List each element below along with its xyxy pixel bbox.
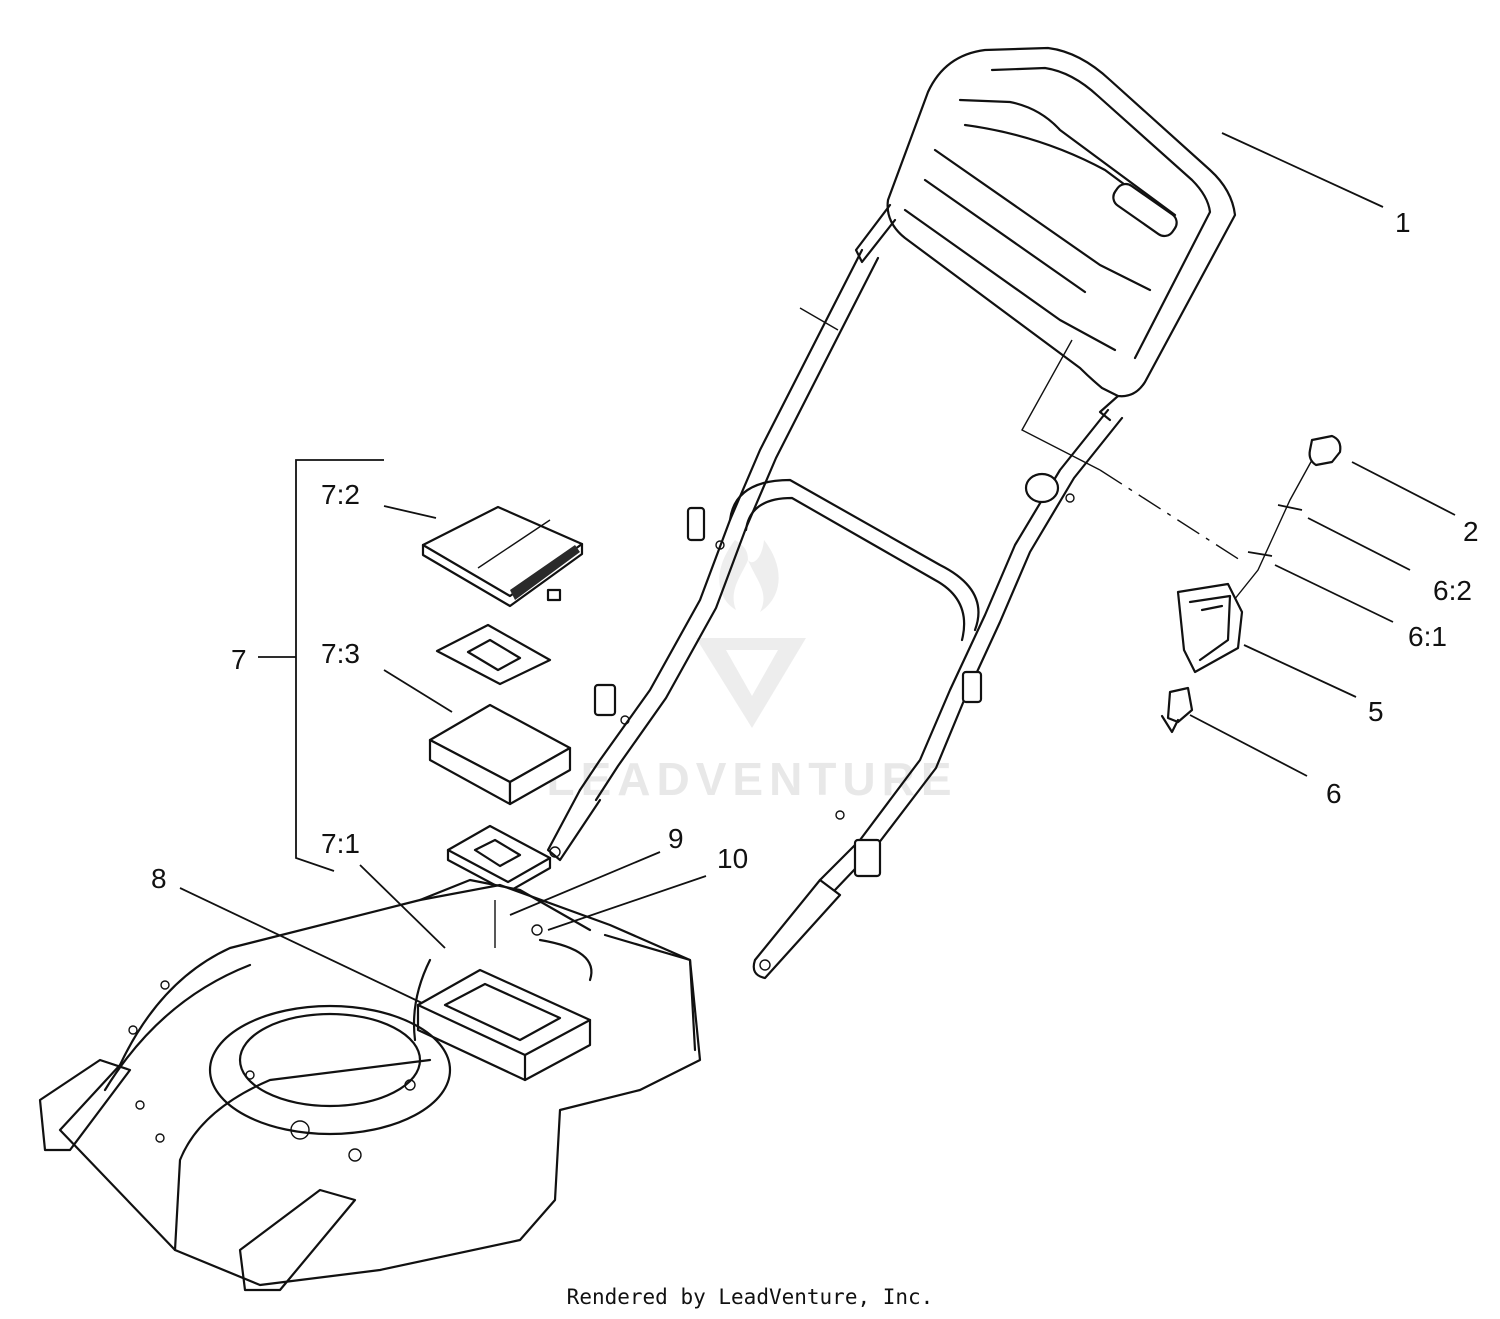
upper-handle [854, 46, 1237, 422]
switch-parts [1160, 434, 1342, 734]
callout-9: 9 [668, 823, 684, 854]
callout-8: 8 [151, 863, 167, 894]
battery-part [428, 703, 572, 806]
footer-credit: Rendered by LeadVenture, Inc. [567, 1285, 934, 1309]
callout-10: 10 [717, 843, 748, 874]
callout-6: 6 [1326, 778, 1342, 809]
manual-part [421, 505, 584, 608]
watermark-text: LEADVENTURE [546, 753, 957, 805]
callout-7-3: 7:3 [321, 638, 360, 669]
callout-6-1: 6:1 [1408, 621, 1447, 652]
callout-7-2: 7:2 [321, 479, 360, 510]
callout-5: 5 [1368, 696, 1384, 727]
callout-2: 2 [1463, 516, 1479, 547]
leader-lines [179, 132, 1456, 1004]
callout-labels: 1 2 6:2 6:1 5 6 7 7:2 7:3 7:1 8 9 10 [151, 207, 1479, 894]
callout-1: 1 [1395, 207, 1411, 238]
handle-bars [546, 248, 1124, 980]
callout-7-1: 7:1 [321, 828, 360, 859]
gasket-part [435, 623, 552, 686]
callout-6-2: 6:2 [1433, 575, 1472, 606]
mower-deck [38, 878, 702, 1292]
callout-7: 7 [231, 644, 247, 675]
watermark: LEADVENTURE [546, 540, 957, 805]
